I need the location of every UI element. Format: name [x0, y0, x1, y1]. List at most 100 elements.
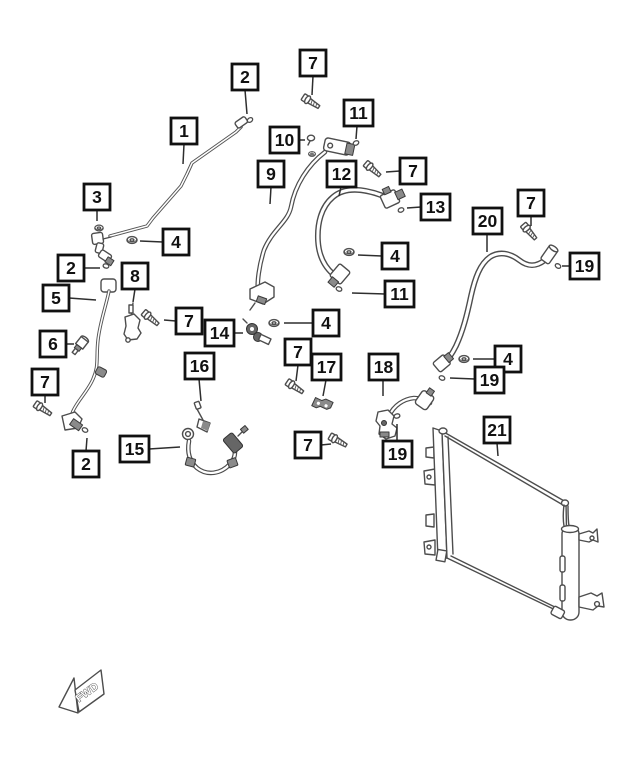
callout-9[interactable]: 9: [256, 159, 286, 205]
callout-number: 7: [184, 311, 194, 331]
callout-box[interactable]: [41, 283, 71, 313]
callout-12[interactable]: 12: [325, 159, 358, 197]
part-1-tube: [108, 115, 255, 238]
callout-box[interactable]: [398, 156, 428, 186]
part-2-oring-top: [245, 115, 255, 125]
part-7-bolt: [326, 431, 350, 450]
callout-box[interactable]: [71, 449, 101, 479]
callout-box[interactable]: [256, 159, 286, 189]
callout-box[interactable]: [118, 434, 151, 464]
callout-number: 15: [125, 439, 145, 459]
callout-leader: [322, 379, 327, 397]
callout-7[interactable]: 7: [293, 430, 332, 460]
part-10-cap: [306, 134, 316, 146]
callout-19[interactable]: 19: [449, 365, 506, 395]
callout-15[interactable]: 15: [118, 434, 181, 464]
callout-3[interactable]: 3: [82, 182, 112, 221]
callout-box[interactable]: [283, 337, 313, 367]
callout-box[interactable]: [298, 48, 328, 78]
callout-19[interactable]: 19: [381, 424, 414, 469]
callout-7[interactable]: 7: [516, 188, 546, 226]
callout-box[interactable]: [174, 306, 204, 336]
callout-6[interactable]: 6: [38, 329, 74, 359]
callout-5[interactable]: 5: [41, 283, 97, 313]
callout-box[interactable]: [293, 430, 323, 460]
callout-box[interactable]: [342, 98, 375, 128]
callout-14[interactable]: 14: [203, 318, 243, 348]
callout-leader: [338, 186, 342, 197]
callout-box[interactable]: [473, 365, 506, 395]
callout-10[interactable]: 10: [268, 125, 305, 155]
callout-leader: [385, 170, 401, 173]
callout-box[interactable]: [38, 329, 68, 359]
callout-4[interactable]: 4: [139, 227, 191, 257]
callout-box[interactable]: [82, 182, 112, 212]
callout-7[interactable]: 7: [385, 156, 428, 186]
callout-number: 13: [426, 197, 446, 217]
callout-box[interactable]: [471, 206, 504, 236]
callout-leader: [311, 75, 314, 96]
callout-box[interactable]: [568, 251, 601, 281]
callout-box[interactable]: [183, 351, 216, 381]
callout-box[interactable]: [516, 188, 546, 218]
callout-7[interactable]: 7: [298, 48, 328, 96]
callout-number: 6: [48, 334, 58, 354]
callout-number: 10: [275, 130, 295, 150]
callout-13[interactable]: 13: [406, 192, 452, 222]
part-6-transducer: [71, 335, 90, 356]
part-2-oring-bottom: [80, 426, 90, 434]
callout-box[interactable]: [325, 159, 358, 189]
callout-box[interactable]: [120, 261, 150, 291]
callout-16[interactable]: 16: [183, 351, 216, 402]
callout-box[interactable]: [380, 241, 410, 271]
part-3-valve: [90, 224, 115, 270]
callout-11[interactable]: 11: [351, 279, 416, 309]
callout-box[interactable]: [310, 352, 343, 382]
callout-8[interactable]: 8: [120, 261, 150, 303]
callout-11[interactable]: 11: [342, 98, 375, 140]
part-4-nut: [343, 247, 355, 257]
callout-number: 4: [171, 232, 181, 252]
callout-4[interactable]: 4: [284, 308, 341, 338]
callout-2[interactable]: 2: [71, 437, 101, 479]
callout-17[interactable]: 17: [310, 352, 343, 397]
callout-box[interactable]: [381, 439, 414, 469]
callout-box[interactable]: [367, 352, 400, 382]
part-19-oring: [553, 262, 563, 270]
part-19-oring: [437, 374, 447, 382]
part-14-clamp: [242, 318, 272, 346]
callout-box[interactable]: [230, 62, 260, 92]
callout-box[interactable]: [419, 192, 452, 222]
callout-box[interactable]: [383, 279, 416, 309]
callout-2[interactable]: 2: [56, 253, 100, 283]
callout-21[interactable]: 21: [482, 415, 512, 457]
part-4-nut: [458, 354, 470, 364]
callout-box[interactable]: [161, 227, 191, 257]
part-19-oring: [393, 412, 401, 420]
callout-7[interactable]: 7: [163, 306, 204, 336]
callout-2[interactable]: 2: [230, 62, 260, 115]
callout-box[interactable]: [268, 125, 301, 155]
callout-box[interactable]: [311, 308, 341, 338]
callout-leader: [198, 378, 202, 402]
callout-number: 7: [303, 435, 313, 455]
callout-number: 18: [374, 357, 394, 377]
callout-1[interactable]: 1: [169, 116, 199, 165]
callout-leader: [182, 143, 185, 165]
callout-20[interactable]: 20: [471, 206, 504, 252]
callout-number: 14: [210, 323, 230, 343]
callout-18[interactable]: 18: [367, 352, 400, 396]
callout-box[interactable]: [30, 367, 60, 397]
callout-box[interactable]: [169, 116, 199, 146]
callout-4[interactable]: 4: [357, 241, 410, 271]
callout-box[interactable]: [482, 415, 512, 445]
callout-7[interactable]: 7: [30, 367, 60, 403]
callout-box[interactable]: [203, 318, 236, 348]
callout-box[interactable]: [56, 253, 86, 283]
part-16-bracket: [193, 400, 211, 433]
callout-19[interactable]: 19: [562, 251, 601, 281]
callout-7[interactable]: 7: [283, 337, 313, 382]
callout-number: 4: [321, 313, 331, 333]
